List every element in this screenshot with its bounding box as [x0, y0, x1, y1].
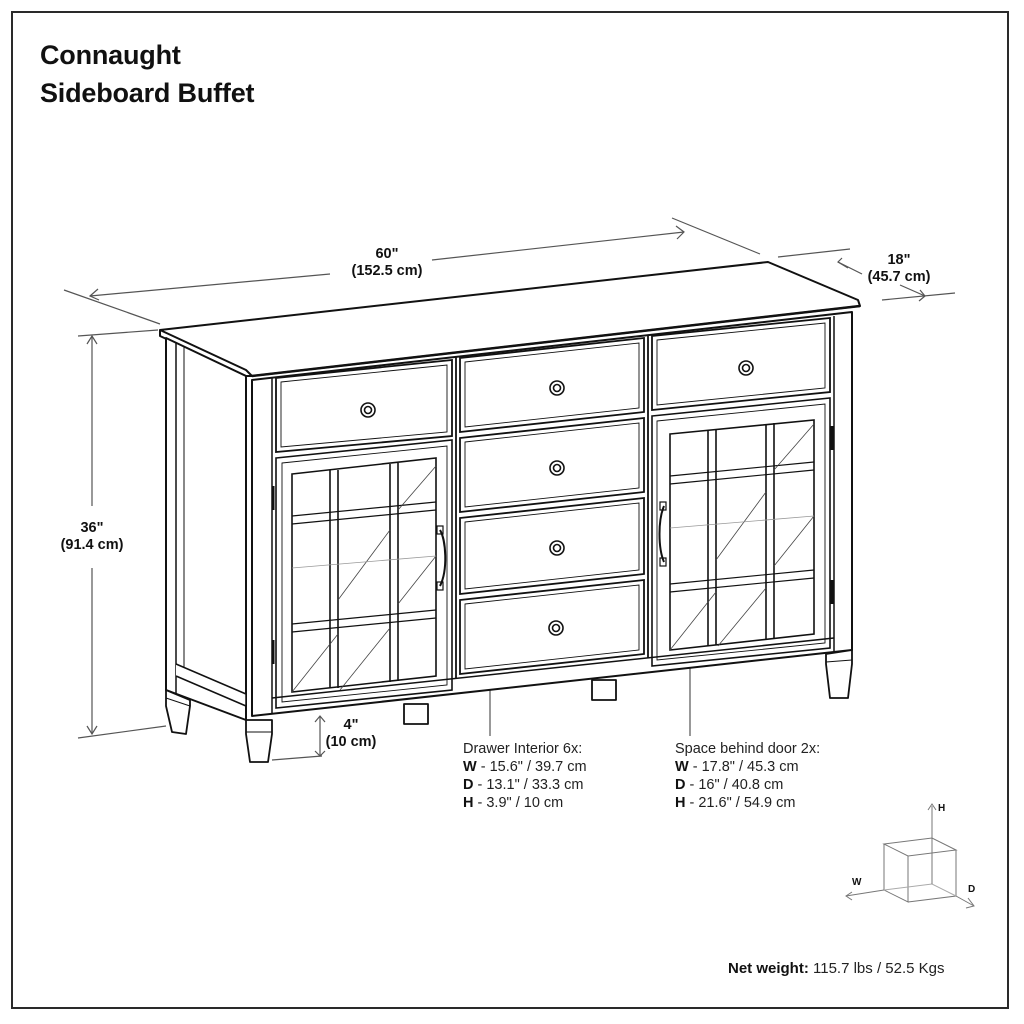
title-line-1: Connaught [40, 40, 181, 70]
net-weight: Net weight: 115.7 lbs / 52.5 Kgs [728, 960, 945, 977]
title-line-2: Sideboard Buffet [40, 78, 255, 108]
drawer-interior-specs: Drawer Interior 6x: W - 15.6" / 39.7 cm … [463, 740, 587, 812]
product-title: Connaught Sideboard Buffet [40, 36, 255, 112]
height-dimension-label: 36" (91.4 cm) [60, 520, 124, 553]
axis-label-width: W [852, 877, 862, 888]
depth-dimension-label: 18" (45.7 cm) [867, 252, 931, 285]
spec-row: D - 13.1" / 33.3 cm [463, 777, 584, 793]
glass-doors [271, 397, 834, 709]
door-space-specs: Space behind door 2x: W - 17.8" / 45.3 c… [675, 740, 820, 812]
border-frame [11, 11, 1009, 1009]
door-space-heading: Space behind door 2x: [675, 741, 821, 757]
axis-label-height: H [938, 803, 946, 814]
sideboard-body [159, 261, 861, 763]
clearance-dimension-label: 4" (10 cm) [325, 717, 377, 750]
spec-row: H - 3.9" / 10 cm [463, 795, 564, 811]
net-weight-label: Net weight: [728, 960, 809, 977]
width-dimension-label: 60" (152.5 cm) [351, 246, 423, 279]
drawers [275, 317, 831, 678]
spec-row: W - 17.8" / 45.3 cm [675, 759, 799, 775]
drawer-interior-heading: Drawer Interior 6x: [463, 741, 583, 757]
axis-cube-icon [845, 803, 975, 909]
axis-label-depth: D [968, 884, 976, 895]
spec-row: D - 16" / 40.8 cm [675, 777, 784, 793]
net-weight-value: 115.7 lbs / 52.5 Kgs [808, 960, 945, 977]
drawer-knobs [360, 360, 754, 636]
dimension-lines [63, 217, 956, 761]
spec-row: W - 15.6" / 39.7 cm [463, 759, 587, 775]
spec-row: H - 21.6" / 54.9 cm [675, 795, 796, 811]
